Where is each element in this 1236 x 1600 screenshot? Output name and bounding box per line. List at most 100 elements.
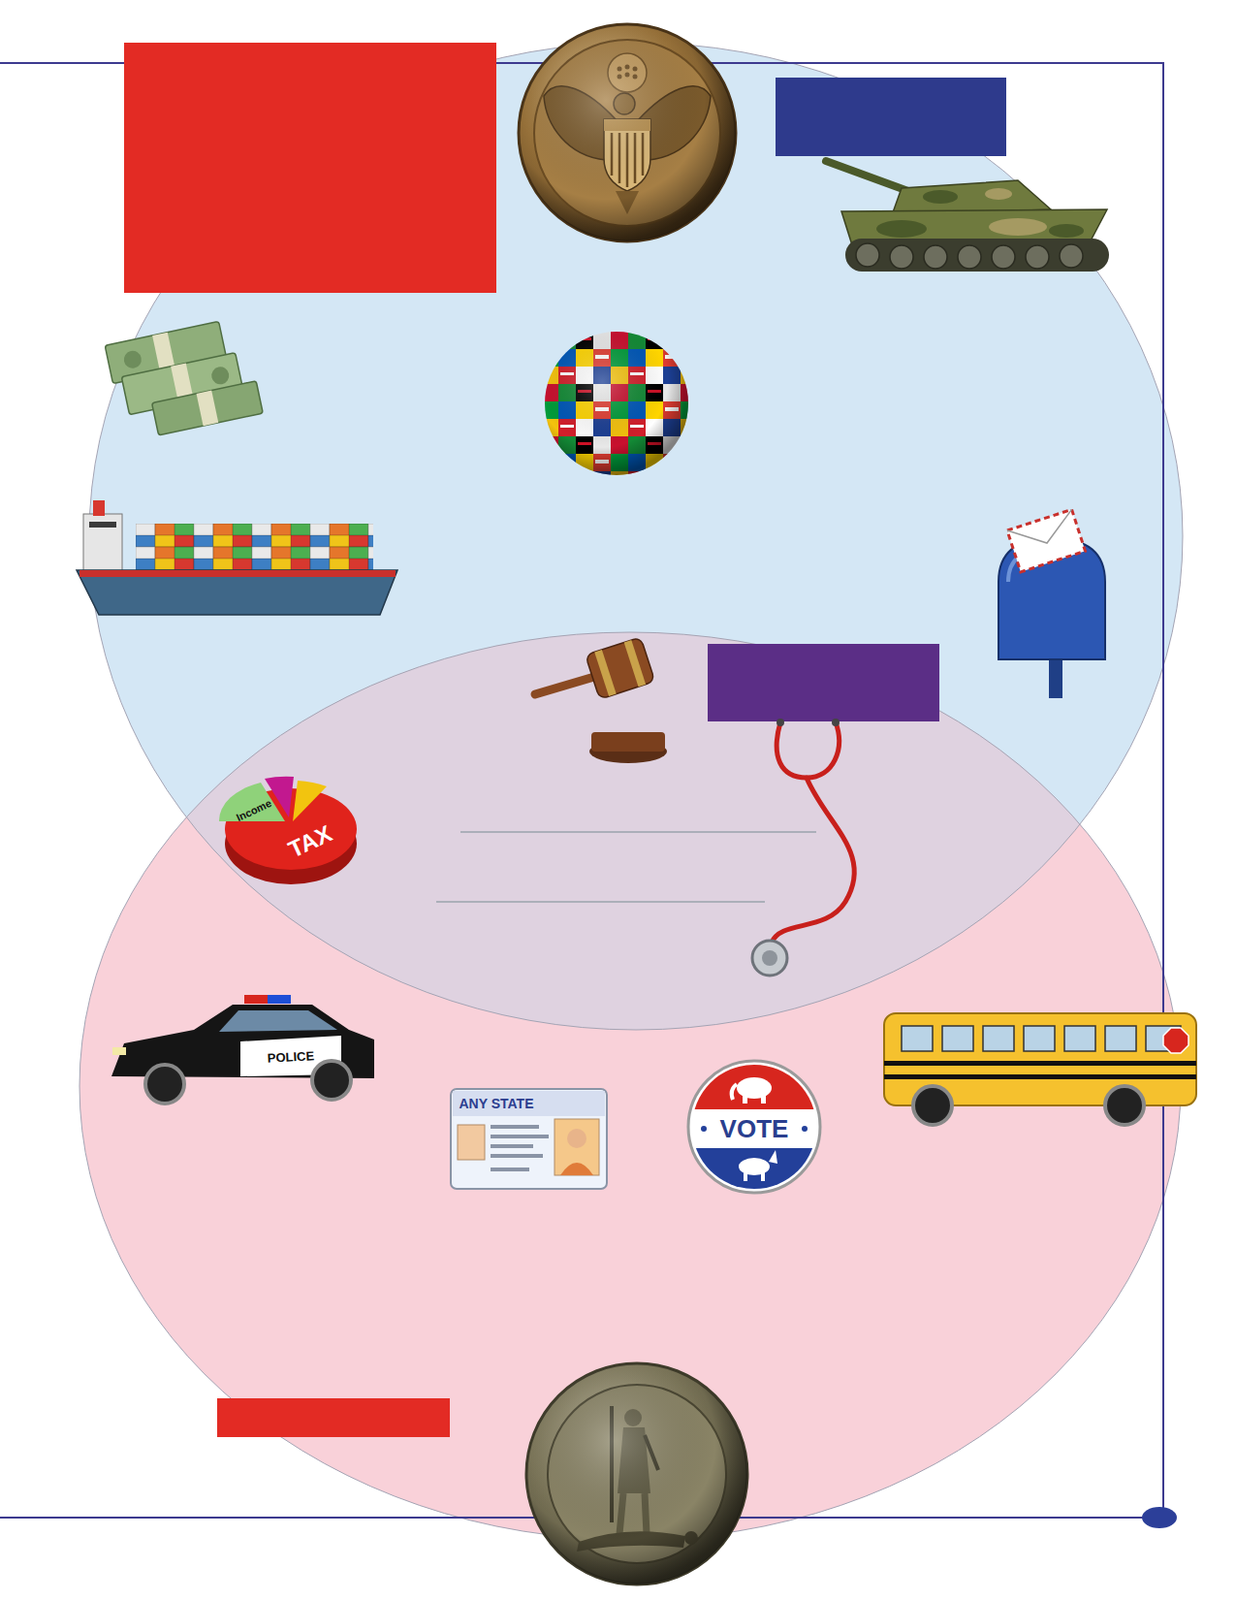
stethoscope-icon-part (831, 718, 840, 727)
stethoscope-icon-part (776, 718, 785, 727)
cargo-ship-icon-part (76, 570, 398, 615)
vote-button-icon-part (738, 1157, 770, 1175)
mailbox-icon-part-part (1007, 508, 1085, 571)
pie-label: TAX (285, 821, 336, 861)
vote-button-icon-part (760, 1171, 765, 1181)
mailbox-icon-part (1007, 508, 1085, 571)
vote-button-icon-part (688, 1060, 821, 1197)
car-door-label: POLICE (266, 1048, 315, 1065)
gavel-icon-part (591, 731, 666, 752)
flags-globe-icon-part (544, 331, 689, 476)
id-card-icon-part (560, 1162, 594, 1175)
vote-button-icon-part-part (688, 1060, 821, 1110)
police-car-icon-part (312, 1060, 351, 1100)
tank-icon-part-part (1025, 245, 1049, 269)
police-car-icon-part (219, 1010, 338, 1032)
vote-button-icon (688, 1060, 821, 1197)
tank-icon-part (988, 218, 1047, 236)
id-card-icon-part (554, 1118, 600, 1175)
school-bus-icon-part-part (982, 1025, 1015, 1051)
tank-icon-part (876, 220, 927, 238)
school-bus-icon-part-part (1105, 1025, 1137, 1051)
writing-line (436, 900, 765, 903)
virginia-seal-part (526, 1362, 748, 1585)
cargo-ship-icon-part (93, 500, 105, 516)
stethoscope-icon-part (771, 777, 855, 943)
venn-circles (79, 42, 1183, 1540)
tank-icon-part-part (957, 245, 982, 269)
police-car-icon-part (112, 1046, 127, 1055)
vote-button-icon-part (768, 1149, 778, 1164)
money-icon-part-part (122, 348, 143, 370)
school-bus-icon-part-part (942, 1025, 974, 1051)
gavel-icon (535, 636, 667, 763)
stethoscope-icon-part (752, 940, 788, 976)
vote-button-icon-part (688, 1060, 821, 1193)
vote-button-icon-part (743, 1171, 748, 1181)
vote-button-icon-part (742, 1093, 748, 1104)
police-car-icon (111, 994, 375, 1104)
school-bus-icon-part (884, 1074, 1197, 1079)
flags-globe-icon-part (544, 331, 689, 476)
vote-button-icon-part-part (688, 1109, 821, 1148)
id-card-icon-part (490, 1124, 549, 1172)
shared-heading-box (707, 643, 940, 722)
id-card-header: ANY STATE (458, 1096, 534, 1110)
tank-icon (825, 160, 1110, 272)
mailbox-icon-part (1048, 655, 1063, 698)
id-card-icon-part (457, 1124, 485, 1160)
tank-icon-part (855, 243, 1083, 269)
writing-line (460, 830, 817, 833)
federal-heading-box (124, 42, 497, 293)
cargo-ship-icon-part (89, 521, 117, 528)
tank-icon-part-part (1059, 244, 1083, 268)
school-bus-icon-part-part (1023, 1025, 1055, 1051)
id-card-icon-part-part (490, 1143, 534, 1148)
stethoscope-icon-part (761, 950, 778, 966)
school-bus-icon-part-part (901, 1025, 933, 1051)
vote-button-icon-part (736, 1077, 772, 1099)
school-bus-icon-part (901, 1025, 1181, 1051)
id-card-icon-part (567, 1128, 587, 1148)
gavel-icon-part-part (585, 636, 656, 699)
police-car-icon-part (244, 994, 268, 1004)
page-number-oval (1141, 1506, 1177, 1528)
stethoscope-icon-part (776, 722, 839, 778)
pie-slice-label: Income (234, 797, 274, 824)
cargo-ship-icon (76, 500, 398, 615)
id-card-icon (450, 1088, 607, 1189)
tank-icon-part (845, 238, 1110, 272)
vote-button-icon-part (760, 1093, 766, 1104)
mailbox-icon-part-part (1007, 508, 1079, 553)
stethoscope-icon (752, 718, 855, 976)
state-heading-box (217, 1397, 450, 1437)
tank-icon-part-part (991, 245, 1015, 269)
id-card-icon-part (450, 1088, 607, 1189)
id-card-icon-part (452, 1090, 605, 1116)
tax-pie-icon (219, 776, 357, 885)
tank-icon-part (922, 190, 958, 204)
cargo-ship-icon-part (79, 570, 396, 577)
gavel-icon-part-part (624, 639, 646, 687)
id-card-icon-part-part (490, 1167, 530, 1172)
id-card-icon-part-part (490, 1153, 543, 1158)
police-car-icon-part (145, 1064, 185, 1104)
vote-button-icon-part-part (688, 1147, 821, 1197)
tax-pie-icon-part (292, 780, 327, 822)
id-card-icon-part-part (490, 1134, 549, 1139)
school-bus-icon-part (884, 1060, 1197, 1066)
tank-icon-part-part (923, 245, 948, 269)
gavel-icon-part-part (594, 649, 616, 697)
virginia-seal (526, 1362, 748, 1585)
school-bus-icon-part-part (1064, 1025, 1096, 1051)
virginia-seal-part (526, 1362, 748, 1585)
mailbox-icon (998, 508, 1106, 698)
school-bus-icon-part (913, 1085, 952, 1125)
school-bus-icon (884, 1013, 1197, 1125)
tank-icon-part (1048, 223, 1084, 238)
tank-icon-part-part (889, 245, 914, 269)
us-seal-part (518, 24, 736, 242)
